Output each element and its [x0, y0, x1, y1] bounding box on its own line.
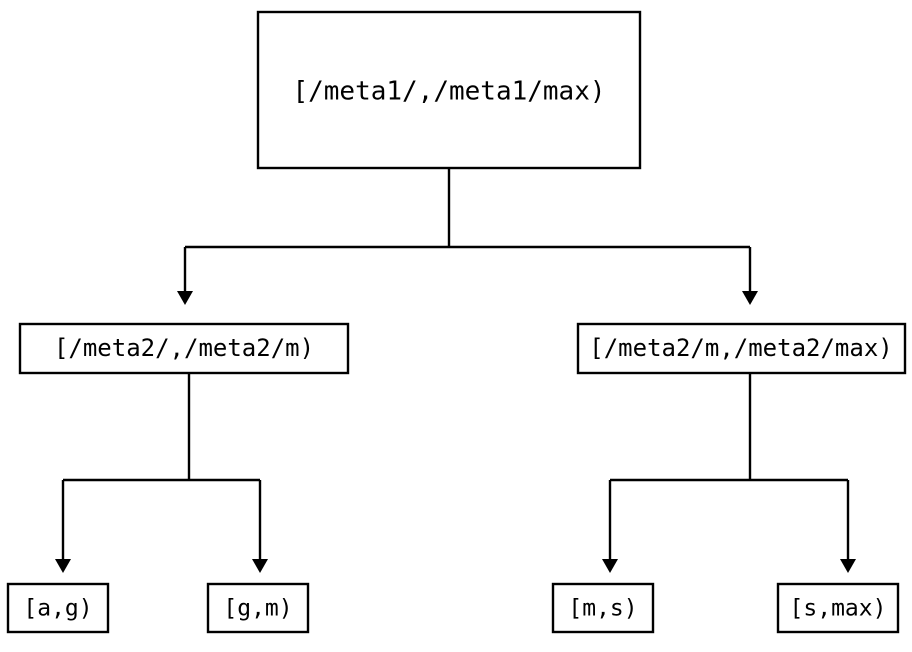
arrowhead-icon-leaf-4 — [840, 559, 856, 573]
tree-node-mid-left-box — [18, 322, 350, 375]
tree-node-leaf-3[interactable]: [m,s) — [551, 582, 655, 634]
arrowhead-icon-mid-right — [742, 291, 758, 305]
tree-node-root[interactable]: [/meta1/,/meta1/max) — [256, 10, 642, 170]
edge-mid-left-to-leaves-group — [55, 373, 268, 573]
tree-node-root-label: [/meta1/,/meta1/max) — [292, 77, 605, 107]
tree-node-leaf-1-label: [a,g) — [23, 596, 92, 622]
tree-node-mid-right[interactable]: [/meta2/m,/meta2/max) — [576, 322, 907, 375]
tree-node-leaf-2-box — [206, 582, 310, 634]
tree-node-leaf-1[interactable]: [a,g) — [6, 582, 110, 634]
edge-root-to-mid-group — [177, 168, 758, 305]
arrowhead-icon-mid-left — [177, 291, 193, 305]
tree-node-leaf-3-label: [m,s) — [568, 596, 637, 622]
arrowhead-icon-leaf-1 — [55, 559, 71, 573]
tree-node-mid-right-label: [/meta2/m,/meta2/max) — [589, 334, 892, 362]
arrowhead-icon-leaf-3 — [602, 559, 618, 573]
tree-node-leaf-2[interactable]: [g,m) — [206, 582, 310, 634]
tree-node-mid-left-label: [/meta2/,/meta2/m) — [54, 334, 314, 362]
tree-node-leaf-4-box — [776, 582, 900, 634]
edge-mid-right-to-leaves-group — [602, 373, 856, 573]
tree-node-leaf-1-box — [6, 582, 110, 634]
tree-node-leaf-2-label: [g,m) — [223, 596, 292, 622]
arrowhead-icon-leaf-2 — [252, 559, 268, 573]
tree-node-root-box — [256, 10, 642, 170]
tree-node-leaf-4[interactable]: [s,max) — [776, 582, 900, 634]
tree-node-leaf-3-box — [551, 582, 655, 634]
tree-node-mid-right-box — [576, 322, 907, 375]
tree-node-leaf-4-label: [s,max) — [790, 596, 887, 622]
tree-node-mid-left[interactable]: [/meta2/,/meta2/m) — [18, 322, 350, 375]
